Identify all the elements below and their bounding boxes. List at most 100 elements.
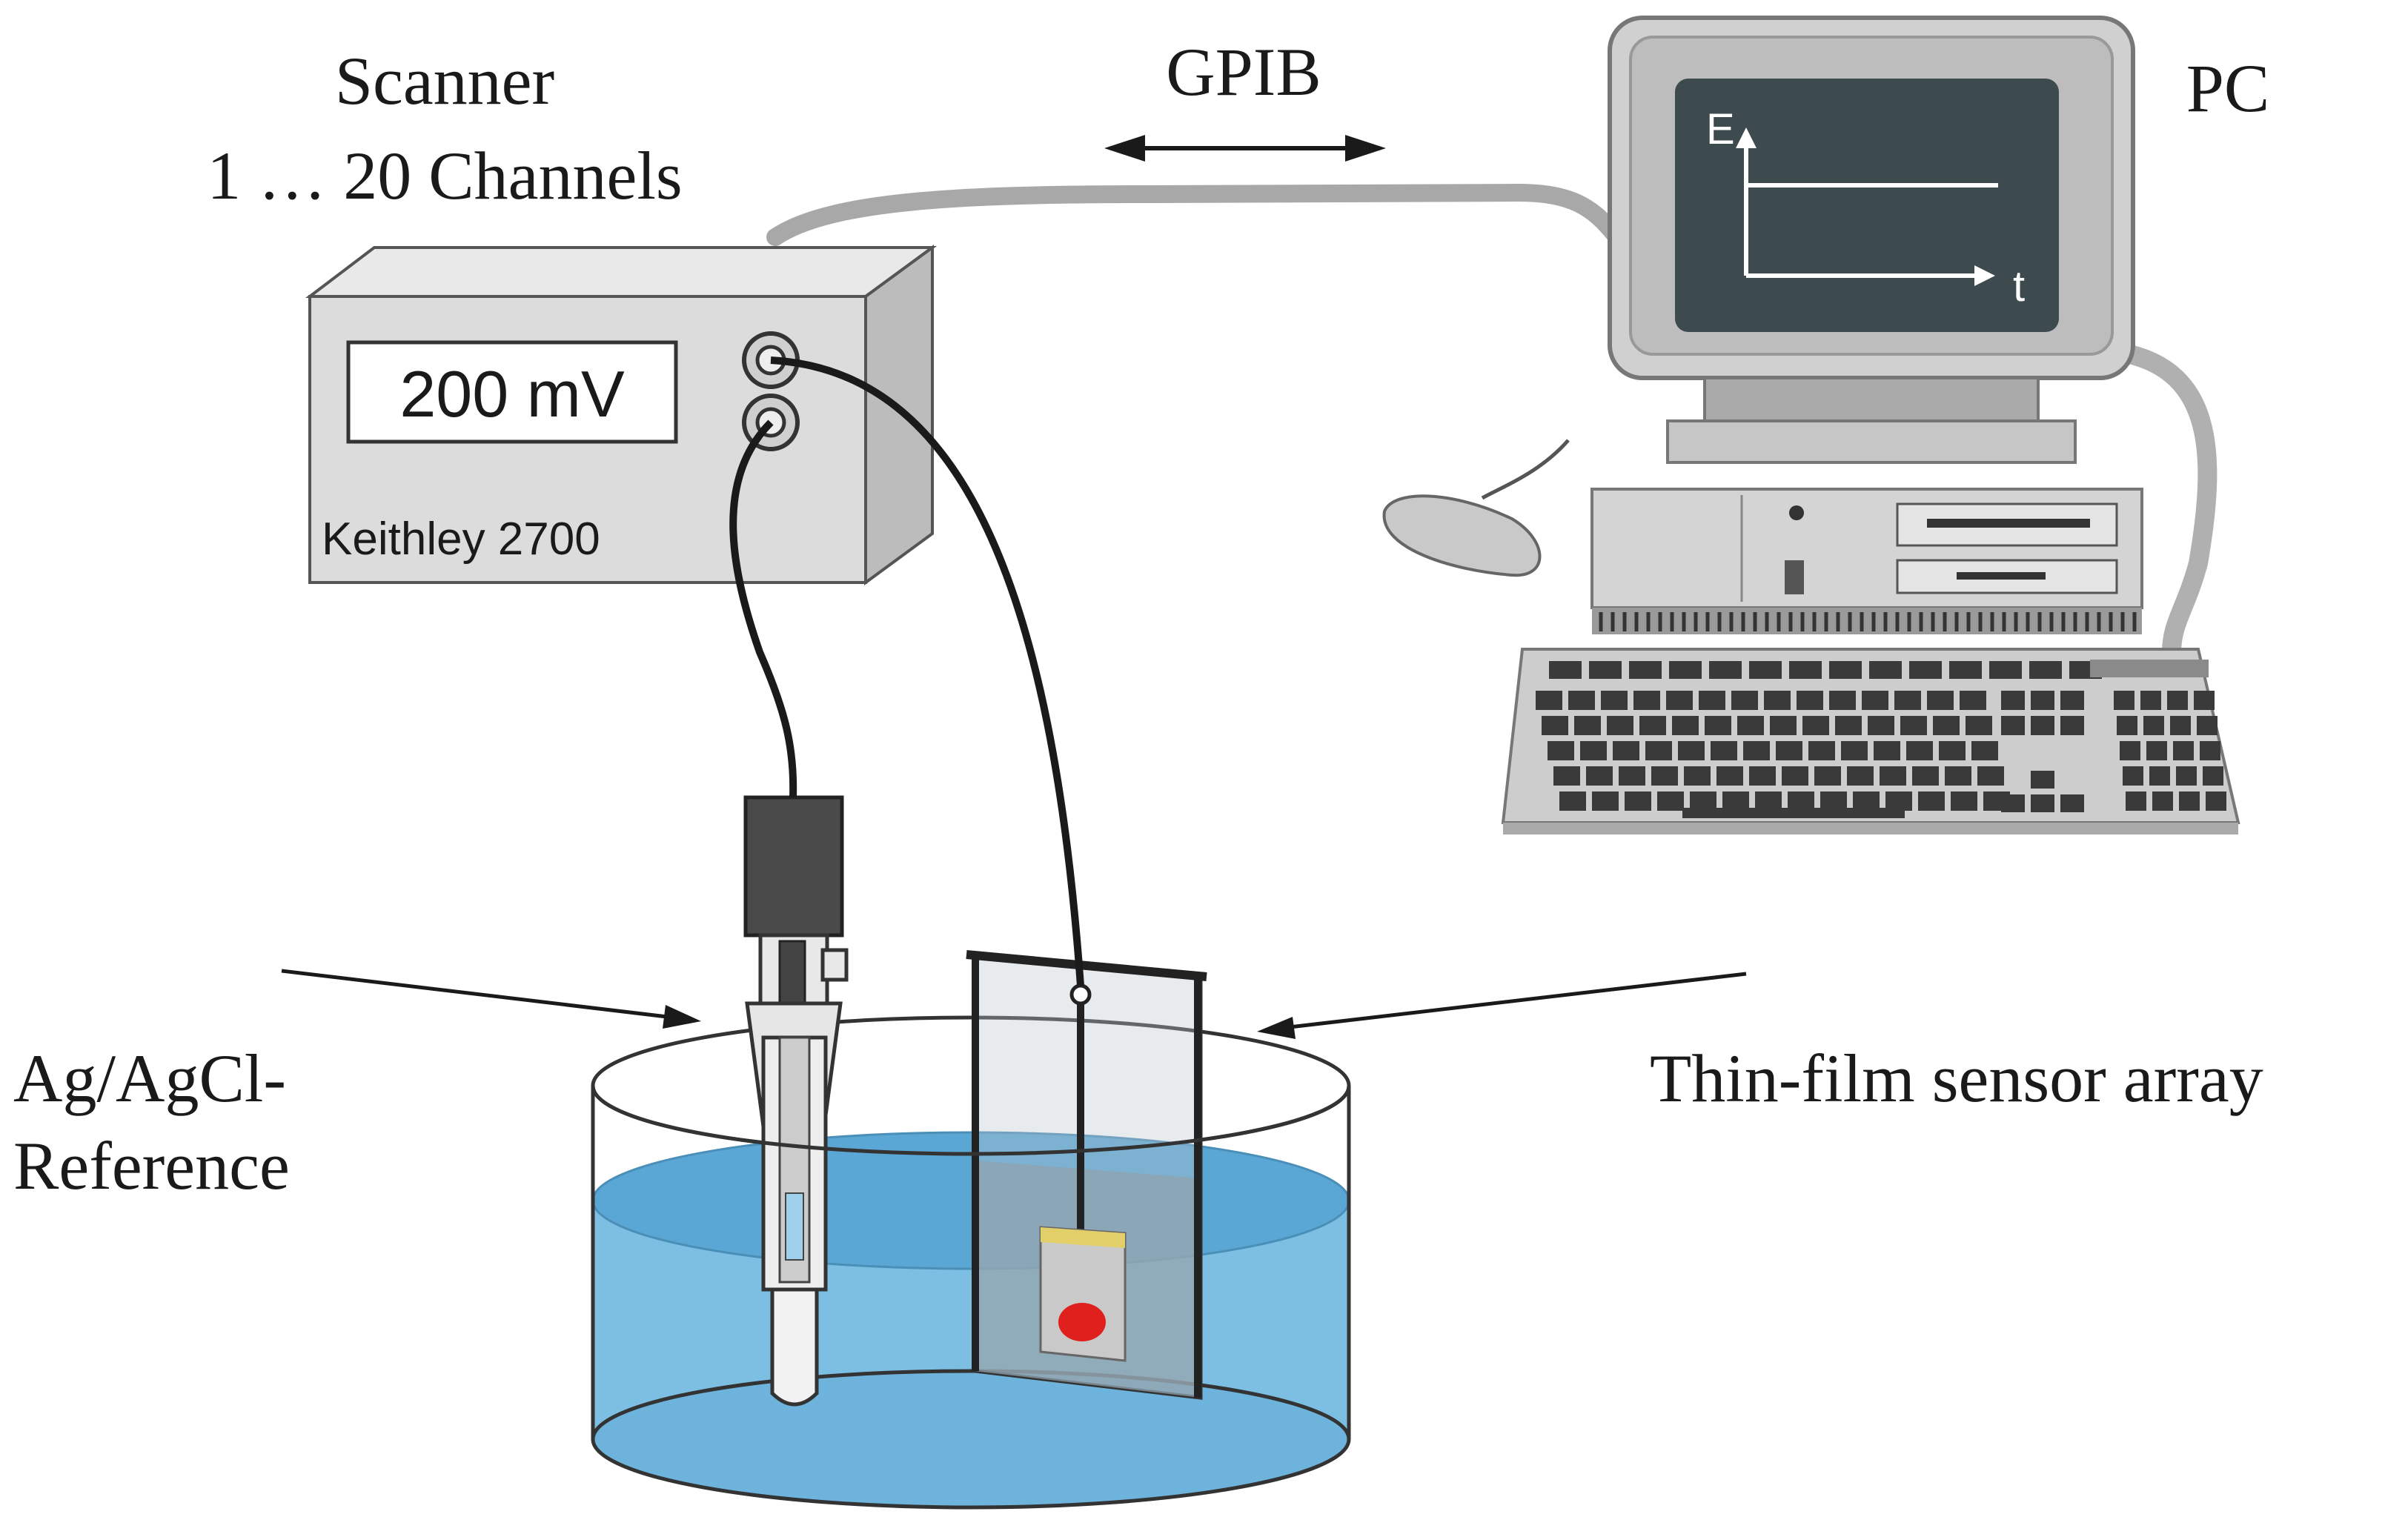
keyboard-key [1548, 741, 1574, 760]
keyboard-key [1592, 791, 1619, 811]
keyboard-status-panel [2090, 660, 2209, 677]
keyboard-key [1542, 716, 1568, 735]
power-indicator [1789, 505, 1804, 520]
keyboard-key [1869, 661, 1902, 679]
keyboard-key [1716, 766, 1743, 786]
scanner-display [346, 340, 678, 444]
keyboard-key [2031, 794, 2054, 812]
keyboard-key [1808, 741, 1835, 760]
keyboard-key [1607, 716, 1633, 735]
wire-to-reference [729, 419, 797, 798]
keyboard-key [1989, 661, 2022, 679]
keyboard-key [1960, 691, 1986, 710]
keyboard-key [1580, 741, 1607, 760]
keyboard-key [2120, 741, 2140, 760]
gpib-cable [766, 183, 1625, 246]
keyboard-key [1731, 691, 1758, 710]
keyboard-key [1568, 691, 1595, 710]
keyboard-key [1912, 766, 1939, 786]
keyboard-key [1666, 691, 1693, 710]
keyboard-key [1574, 716, 1601, 735]
keyboard-key [1639, 716, 1666, 735]
keyboard-key [1868, 716, 1894, 735]
keyboard-key [1829, 691, 1856, 710]
keyboard-key [1764, 691, 1791, 710]
keyboard-key [1699, 691, 1725, 710]
screen-plot-y-label: E [1706, 105, 1735, 153]
scanner-channels: 1 … 20 Channels [207, 138, 682, 213]
keyboard-key [1918, 791, 1945, 811]
keyboard-key [1737, 716, 1764, 735]
keyboard-key [2143, 716, 2164, 735]
pc-system-unit [1590, 488, 2143, 634]
keyboard-key [1945, 766, 1971, 786]
keyboard-key [1797, 691, 1823, 710]
keyboard-key [1711, 741, 1737, 760]
keyboard-key [1672, 716, 1699, 735]
keyboard-key [1705, 716, 1731, 735]
keyboard-key [2140, 691, 2161, 710]
keyboard-key [1589, 661, 1622, 679]
keyboard-key [1749, 766, 1776, 786]
keyboard-key [1862, 691, 1888, 710]
keyboard-key [2114, 691, 2134, 710]
keyboard-key [1749, 661, 1782, 679]
keyboard-key [1682, 808, 1905, 818]
keyboard-key [2206, 791, 2226, 811]
keyboard-key [1657, 791, 1684, 811]
keyboard-key [2170, 716, 2191, 735]
keyboard-key [1536, 691, 1562, 710]
keyboard-key [2194, 691, 2215, 710]
beaker [591, 1015, 1351, 1510]
keyboard-key [2117, 716, 2137, 735]
keyboard-key [2179, 791, 2200, 811]
sensor-pointer-arrow [1257, 972, 1747, 1039]
keyboard-key [1690, 791, 1716, 811]
keyboard-key [1933, 716, 1960, 735]
keyboard-key [1900, 716, 1927, 735]
sensor-array-label: Thin-film sensor array [1650, 1041, 2263, 1116]
keyboard-key [1906, 741, 1933, 760]
keyboard [1501, 648, 2240, 834]
keyboard-key [1971, 741, 1998, 760]
reference-label-line2: Reference [13, 1128, 290, 1204]
keyboard-key [1788, 791, 1814, 811]
keyboard-key [2001, 691, 2025, 710]
keyboard-key [1853, 791, 1880, 811]
sensor-holder [966, 950, 1207, 1400]
keyboard-key [2173, 741, 2194, 760]
keyboard-key [1951, 791, 1977, 811]
keyboard-key [1553, 766, 1580, 786]
keyboard-key [1829, 661, 1862, 679]
keyboard-key [1669, 661, 1702, 679]
keyboard-key [1709, 661, 1742, 679]
keyboard-key [2060, 716, 2084, 735]
keyboard-key [1755, 791, 1782, 811]
keyboard-key [1802, 716, 1829, 735]
keyboard-key [2152, 791, 2173, 811]
keyboard-key [1633, 691, 1660, 710]
reference-electrode [743, 795, 849, 1407]
keyboard-key [1874, 741, 1900, 760]
scanner-display-value: 200 mV [399, 357, 625, 431]
keyboard-key [2123, 766, 2143, 786]
keyboard-key [1678, 741, 1705, 760]
keyboard-key [2203, 766, 2223, 786]
keyboard-key [1549, 661, 1582, 679]
keyboard-key [1789, 661, 1822, 679]
keyboard-key [2031, 771, 2054, 789]
keyboard-key [1782, 766, 1808, 786]
gpib-label: GPIB [1166, 34, 1321, 110]
scanner-title: Scanner [335, 43, 554, 119]
keyboard-key [2031, 716, 2054, 735]
keyboard-key [2200, 741, 2220, 760]
keyboard-key [2001, 794, 2025, 812]
keyboard-key [1841, 741, 1868, 760]
keyboard-key [2060, 794, 2084, 812]
keyboard-key [1966, 716, 1992, 735]
keyboard-key [1684, 766, 1711, 786]
thin-film-sensor-chip [1039, 1226, 1127, 1362]
keyboard-key [1770, 716, 1797, 735]
scanner-model-label: Keithley 2700 [322, 514, 600, 565]
